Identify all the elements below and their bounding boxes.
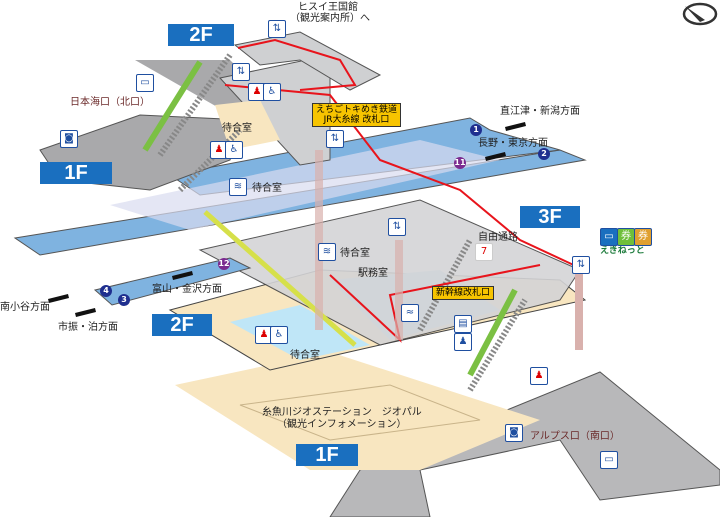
geopal-label-sub: （観光インフォメーション）	[277, 419, 407, 430]
south-road	[329, 371, 720, 517]
elevator-icon: ⇅	[388, 218, 406, 236]
arrow-icon	[505, 122, 526, 131]
platform-3-4	[93, 257, 252, 306]
platform-2-marker: 2	[538, 148, 550, 160]
floor-badge-2f: 2F	[152, 314, 212, 336]
convenience-store-icon: 7	[475, 243, 493, 261]
wifi-icon: ≈	[401, 304, 419, 322]
waiting-room-label: 待合室	[222, 123, 252, 134]
taxi-icon: ◙	[505, 424, 523, 442]
floor-2f-lightblue	[230, 305, 370, 360]
stairs	[467, 298, 528, 392]
north-compass-icon	[682, 2, 718, 26]
bus-icon: ▭	[600, 451, 618, 469]
station-office-label: 駅務室	[358, 268, 388, 279]
ekinet-logo: えきねっと	[600, 246, 645, 256]
platform-1-marker: 1	[470, 124, 482, 136]
taxi-icon: ◙	[60, 130, 78, 148]
gate-label: えちごトキめき鉄道	[316, 105, 398, 115]
floor-badge-1f: 1F	[40, 162, 112, 184]
platform-11-marker: 11	[454, 157, 466, 169]
accessible-icon: ♿	[225, 141, 243, 159]
elevator-icon: ⇅	[232, 63, 250, 81]
platform-12-marker: 12	[218, 258, 230, 270]
stairs	[157, 53, 233, 157]
elevator-icon: ⇅	[268, 20, 286, 38]
floor-3f-passage	[198, 199, 581, 346]
ticket-icon: 券	[634, 228, 652, 246]
nagano-direction: 長野・東京方面	[478, 138, 548, 149]
floor-badge-3f: 3F	[520, 206, 580, 228]
escalator-2f	[203, 210, 357, 347]
geopal-area	[239, 384, 481, 441]
route-line	[237, 38, 357, 91]
locker-icon: ▤	[454, 315, 472, 333]
free-passage-label: 自由通路	[478, 232, 518, 243]
south-exit-label: アルプス口（南口）	[530, 431, 620, 442]
accessible-icon: ♿	[270, 326, 288, 344]
route-line	[224, 84, 581, 269]
restroom-icon: ♟	[454, 333, 472, 351]
bus-icon: ▭	[136, 74, 154, 92]
arrow-icon	[172, 271, 193, 280]
elevator-shaft	[575, 270, 583, 350]
elevator-icon: ⇅	[572, 256, 590, 274]
floor-badge-2f: 2F	[168, 24, 234, 46]
waiting-room-label: 待合室	[340, 248, 370, 259]
hisui-walkway	[233, 31, 382, 91]
ticket-icon: 券	[617, 228, 635, 246]
tokimeki-gate: えちごトキめき鉄道 JR大糸線 改札口	[312, 103, 402, 127]
waiting-room-label: 待合室	[290, 350, 320, 361]
platform-overlay	[110, 140, 500, 230]
hisui-label-sub: （観光案内所）へ	[290, 13, 370, 24]
geopal-label: 糸魚川ジオステーション ジオパル	[262, 407, 422, 418]
platform-4-marker: 4	[100, 285, 112, 297]
arrow-icon	[48, 294, 69, 303]
platform-3-marker: 3	[118, 294, 130, 306]
shinkansen-gate: 新幹線改札口	[432, 286, 495, 300]
naoetsu-direction: 直江津・新潟方面	[500, 106, 580, 117]
floor-1f-concourse	[175, 352, 540, 470]
elevator-icon: ⇅	[326, 130, 344, 148]
escalator-north	[142, 60, 203, 152]
gate-label: JR大糸線 改札口	[323, 115, 390, 125]
toyama-direction: 富山・金沢方面	[152, 284, 222, 295]
escalator-south	[467, 288, 518, 377]
north-exit-label: 日本海口（北口）	[70, 97, 150, 108]
ticket-machine-icon: ▭	[600, 228, 618, 246]
floor-badge-1f: 1F	[296, 444, 358, 466]
hisui-label: ヒスイ王国館	[298, 2, 358, 13]
ichiburi-direction: 市振・泊方面	[58, 322, 118, 333]
restroom-icon: ♟	[530, 367, 548, 385]
restroom-icon: ♟	[210, 141, 228, 159]
arrow-icon	[485, 152, 506, 161]
elevator-shaft	[315, 150, 323, 330]
smoking-area-icon: ≋	[318, 243, 336, 261]
accessible-icon: ♿	[263, 83, 281, 101]
waiting-room-label: 待合室	[252, 183, 282, 194]
elevator-shaft	[395, 240, 403, 340]
stairs	[417, 238, 473, 332]
smoking-area-icon: ≋	[229, 178, 247, 196]
arrow-icon	[75, 308, 96, 317]
minamiotari-direction: 南小谷方面	[0, 302, 50, 313]
